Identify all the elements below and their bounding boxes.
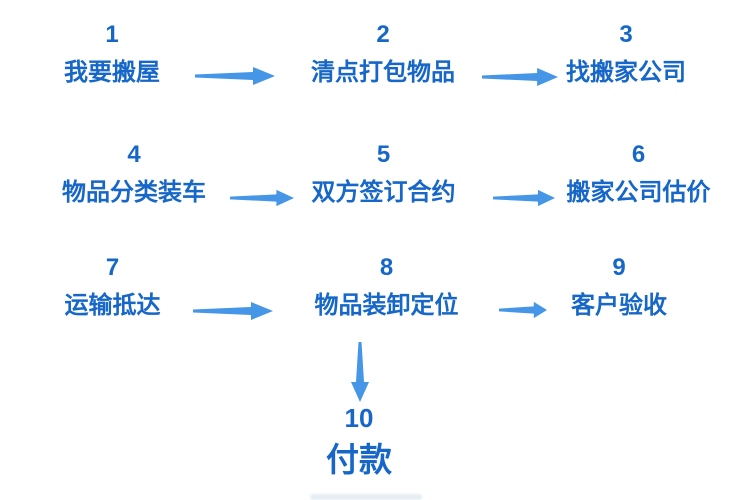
arrow-step7-to-step8-icon — [193, 302, 273, 320]
arrow-step8-to-step10-icon — [351, 342, 369, 402]
step-6-label: 搬家公司估价 — [566, 179, 711, 206]
arrow-step4-to-step5-icon — [230, 189, 294, 207]
step-8-number: 8 — [379, 254, 394, 281]
step-3-number: 3 — [619, 21, 633, 48]
step-10-label: 付款 — [326, 441, 392, 478]
step-9-number: 9 — [612, 254, 626, 281]
arrow-step8-to-step9-icon — [499, 301, 547, 319]
step-4-number: 4 — [127, 141, 141, 168]
step-9: 9 客户验收 — [566, 253, 672, 321]
step-1: 1 我要搬屋 — [63, 20, 161, 88]
step-7: 7 运输抵达 — [63, 253, 162, 321]
step-7-label: 运输抵达 — [64, 292, 161, 319]
step-2: 2 清点打包物品 — [308, 20, 458, 88]
step-4: 4 物品分类装车 — [61, 140, 207, 208]
step-5-number: 5 — [376, 141, 391, 168]
step-5-label: 双方签订合约 — [311, 179, 456, 206]
step-5: 5 双方签订合约 — [310, 140, 457, 208]
step-6-number: 6 — [631, 141, 646, 168]
step-10-number: 10 — [344, 403, 374, 433]
step-10: 10 付款 — [309, 402, 409, 480]
step-1-number: 1 — [105, 21, 119, 48]
arrow-step5-to-step6-icon — [493, 189, 555, 207]
step-3: 3 找搬家公司 — [563, 20, 689, 88]
arrow-step1-to-step2-icon — [195, 67, 275, 85]
bottom-cutoff-artifact — [310, 494, 422, 500]
step-8-label: 物品装卸定位 — [314, 292, 459, 319]
step-2-label: 清点打包物品 — [311, 59, 455, 86]
step-3-label: 找搬家公司 — [566, 59, 686, 86]
step-4-label: 物品分类装车 — [62, 179, 206, 206]
step-6: 6 搬家公司估价 — [564, 140, 713, 208]
step-7-number: 7 — [105, 254, 120, 281]
step-1-label: 我要搬屋 — [64, 59, 160, 86]
arrow-step2-to-step3-icon — [482, 68, 558, 86]
step-8: 8 物品装卸定位 — [310, 253, 463, 321]
step-2-number: 2 — [376, 21, 390, 48]
step-9-label: 客户验收 — [571, 292, 667, 319]
